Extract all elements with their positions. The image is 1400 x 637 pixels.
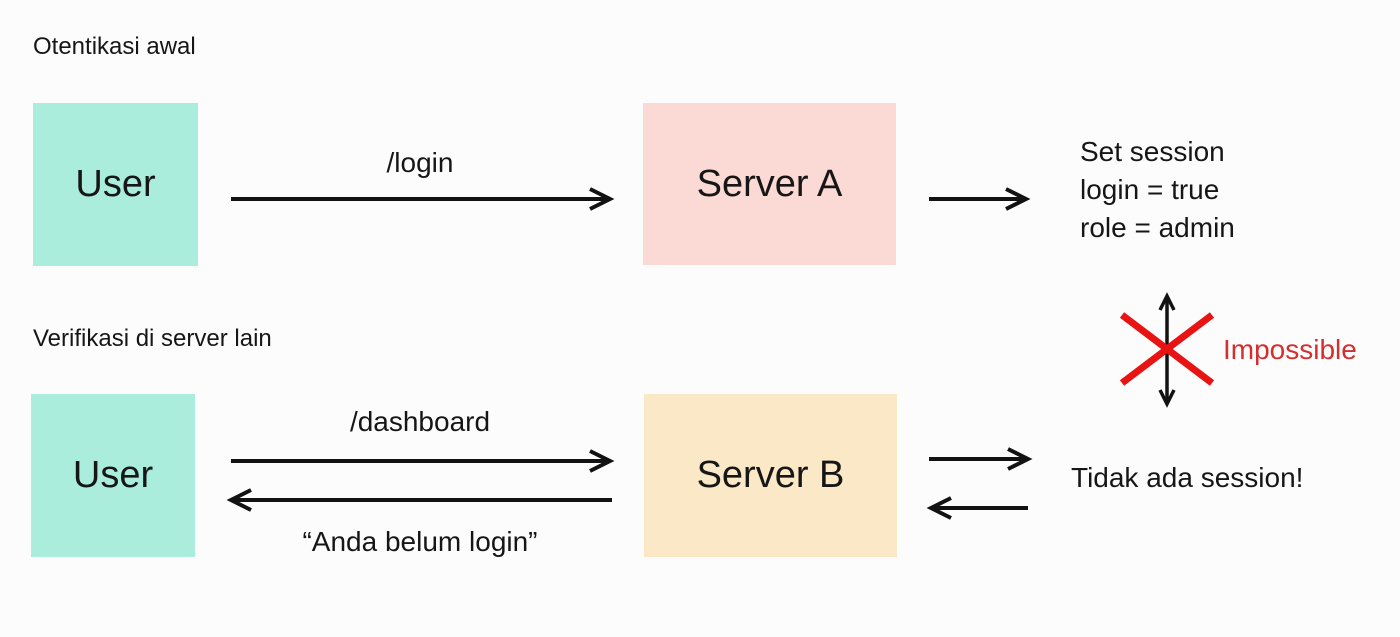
impossible-cross-icon — [1119, 312, 1215, 386]
section-title-top: Otentikasi awal — [33, 33, 196, 60]
set-session-text: Set session login = true role = admin — [1080, 133, 1235, 247]
node-user-top: User — [33, 103, 198, 266]
login-response-label: “Anda belum login” — [302, 526, 538, 557]
impossible-label: Impossible — [1223, 334, 1357, 365]
dashboard-request-label: /dashboard — [349, 406, 491, 437]
node-server-b: Server B — [644, 394, 897, 557]
section-title-bottom: Verifikasi di server lain — [33, 325, 272, 352]
node-server-a-label: Server A — [696, 162, 843, 205]
set-session-line-2: login = true — [1080, 174, 1220, 205]
node-user-top-label: User — [75, 163, 156, 205]
node-server-a: Server A — [643, 103, 896, 265]
no-session-label: Tidak ada session! — [1071, 462, 1304, 493]
login-request-label: /login — [386, 147, 454, 178]
node-user-bottom-label: User — [72, 454, 154, 496]
set-session-line-3: role = admin — [1080, 212, 1235, 243]
node-server-b-label: Server B — [696, 454, 845, 496]
set-session-line-1: Set session — [1080, 136, 1225, 167]
node-user-bottom: User — [31, 394, 195, 557]
